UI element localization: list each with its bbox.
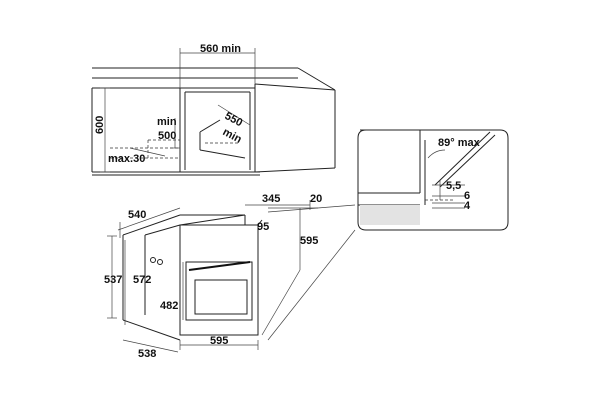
- oven-width-bottom-label: 595: [210, 335, 228, 347]
- oven-depth-total-label: 540: [128, 209, 146, 221]
- oven-height-left-label: 537: [104, 274, 122, 286]
- detail-labels: 89° max 5,5 6 4: [438, 137, 481, 212]
- detail-view: [267, 129, 509, 341]
- oven-depth-bottom-label: 538: [138, 348, 156, 360]
- oven-height-door-label: 482: [160, 300, 178, 312]
- cabinet-width-label: 560 min: [200, 43, 241, 55]
- oven-gap-top-label: 20: [310, 193, 322, 205]
- opening-value-label: 500: [158, 130, 176, 142]
- oven-labels: 540 345 20 95 595 537 572 482 538 595: [104, 193, 322, 360]
- detail-gap-b-label: 6: [464, 190, 470, 202]
- detail-gap-a-label: 5,5: [446, 180, 461, 192]
- oven-dimensions: [107, 200, 318, 353]
- opening-min-label: min: [157, 116, 177, 128]
- detail-angle-label: 89° max: [438, 137, 481, 149]
- offset-label: max.30: [108, 153, 145, 165]
- oven-height-body-label: 572: [133, 274, 151, 286]
- cabinet-labels: 560 min 600 550 min min 500 max.30: [94, 43, 244, 165]
- oven-height-total-label: 595: [300, 235, 318, 247]
- detail-gap-c-label: 4: [464, 200, 471, 212]
- oven-frame-offset-label: 95: [257, 221, 269, 233]
- oven-drawing: [122, 214, 263, 341]
- cabinet-niche: [91, 48, 336, 176]
- cabinet-height-label: 600: [94, 116, 106, 134]
- oven-depth-body-label: 345: [262, 193, 280, 205]
